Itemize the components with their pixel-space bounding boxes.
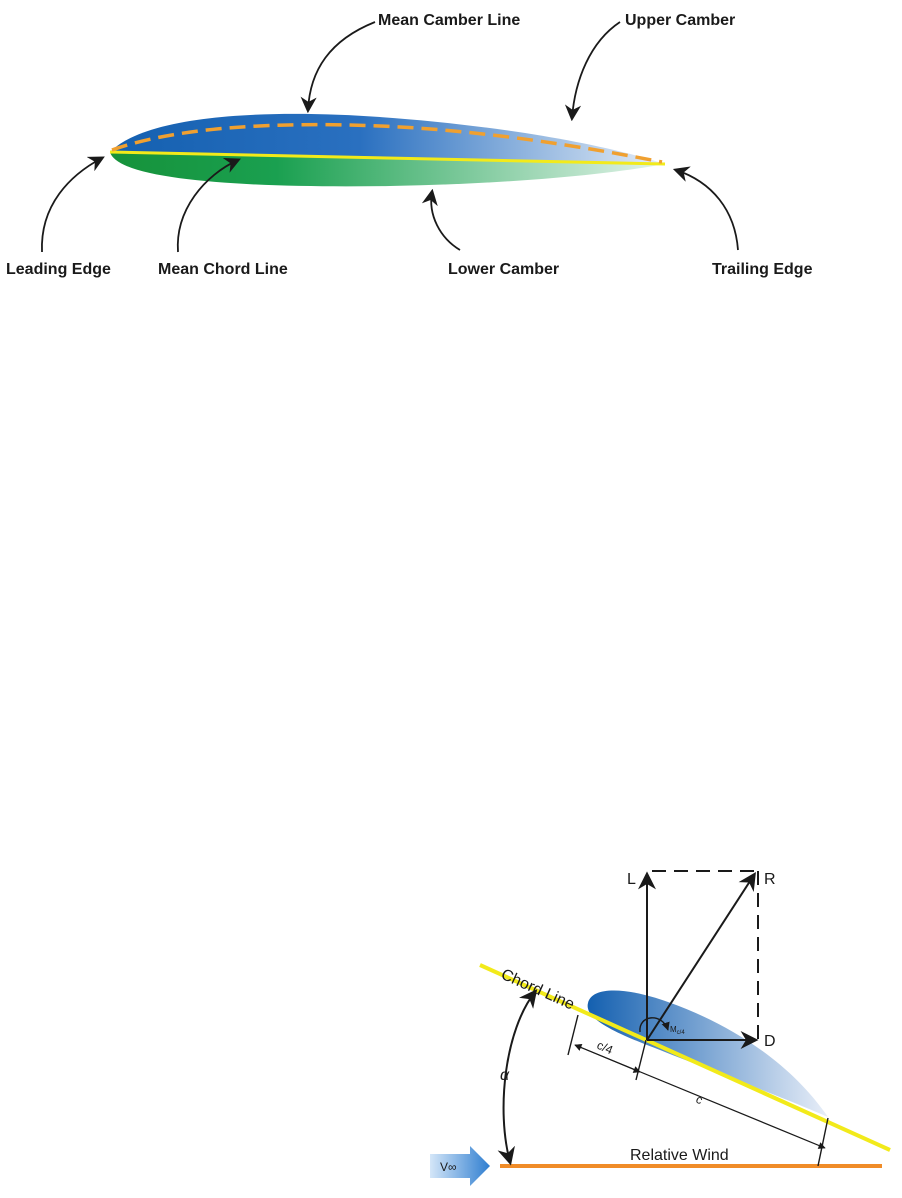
label-resultant: R [764, 871, 776, 888]
label-leading-edge: Leading Edge [6, 261, 111, 278]
airfoil-nomenclature-diagram: Mean Camber Line Upper Camber Leading Ed… [6, 12, 813, 278]
chord-dimension [574, 1044, 826, 1149]
resultant-arrow [646, 871, 756, 1041]
arrow-leading-edge [41, 156, 105, 253]
label-trailing-edge: Trailing Edge [712, 261, 813, 278]
mean-camber-line [111, 122, 663, 164]
label-alpha: α [500, 1067, 510, 1084]
label-drag: D [764, 1033, 776, 1050]
arrow-mean-chord-line [177, 157, 241, 253]
upper-surface [110, 113, 665, 164]
label-relative-wind: Relative Wind [630, 1147, 729, 1164]
moment-arc [639, 1017, 670, 1033]
label-quarter-chord: c/4 [595, 1038, 616, 1057]
mean-chord-line [109, 150, 666, 166]
label-lift: L [627, 871, 636, 888]
label-moment: Mc/4 [670, 1025, 685, 1036]
label-chord: c [694, 1092, 705, 1107]
lower-surface [110, 152, 665, 187]
label-lower-camber: Lower Camber [448, 261, 559, 278]
airfoil-forces-diagram: L R D Mc/4 c/4 c Chord Line α V∞ Relativ… [430, 870, 891, 1186]
freestream-arrow [430, 1146, 490, 1186]
arrow-lower-camber [421, 188, 461, 251]
label-mean-chord-line: Mean Chord Line [158, 261, 288, 278]
label-freestream: V∞ [440, 1160, 457, 1174]
airfoil-section [587, 990, 828, 1117]
alpha-arc [497, 989, 538, 1166]
label-upper-camber: Upper Camber [625, 12, 735, 29]
arrow-mean-camber-line [300, 21, 376, 114]
label-mean-camber-line: Mean Camber Line [378, 12, 520, 29]
arrow-trailing-edge [672, 166, 739, 251]
label-chord-line: Chord Line [498, 966, 577, 1013]
arrow-upper-camber [564, 21, 621, 122]
